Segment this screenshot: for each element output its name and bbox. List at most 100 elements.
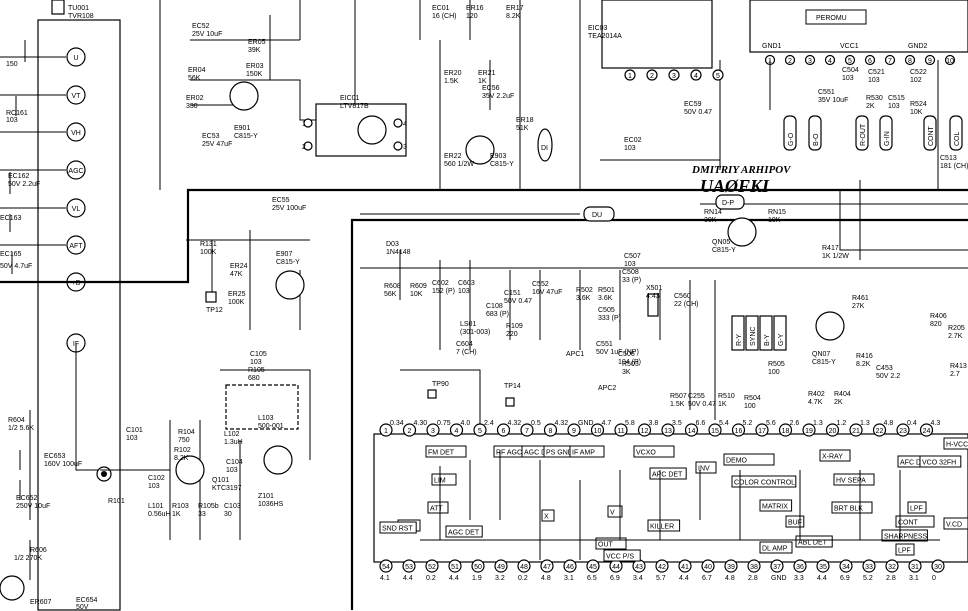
mid-comp-40: R104: [178, 429, 195, 436]
ic-top-volt-9: 4.7: [602, 420, 612, 427]
dp-connector: [715, 194, 745, 210]
right-top-part-5: C515: [888, 95, 905, 102]
mid-comp-val-3: C815-Y: [276, 259, 300, 266]
tuner-pin-label-0: U: [73, 55, 78, 62]
ic-bottom-pin-35: [816, 559, 830, 573]
ic-bottom-volt-15: 4.8: [725, 575, 735, 582]
left-comp-1-val: 50V 2.2uF: [8, 181, 40, 188]
opto-transistor: [357, 115, 387, 145]
tuner-body: [37, 19, 121, 611]
ic-block-label-24: BRT BLK: [834, 506, 863, 513]
eic03-ic: [601, 0, 713, 69]
mid-comp-val-1: 100K: [200, 249, 217, 256]
qn07-transistor: [815, 311, 845, 341]
top-comp-val-13: 35V 2.2uF: [482, 93, 514, 100]
gnd2-label: GND2: [908, 43, 928, 50]
ic-bottom-pin-53: [402, 559, 416, 573]
ic-top-volt-20: 1.3: [860, 420, 870, 427]
ic-top-pin-8: [543, 423, 558, 437]
mid-comp-val-38: 500-001: [258, 423, 284, 430]
right-top-signal-4: CONT: [928, 125, 935, 146]
right-mid-signal-1: SYNC: [750, 327, 757, 346]
mid-comp-6: D03: [386, 241, 399, 248]
ic-block-label-9: X: [544, 514, 549, 521]
ic-top-pin-label-18: 18: [782, 428, 790, 435]
right-top-pin-label-3: 3: [808, 58, 812, 65]
mid-comp-val-24: 3K: [622, 369, 631, 376]
eic03-pin-label-2: 2: [650, 73, 654, 80]
mid-comp-val-48: 0.56uH: [148, 511, 171, 518]
ic-block-label-29: VCO 32FH: [922, 460, 956, 467]
ic-bottom-pin-label-49: 49: [497, 564, 505, 571]
ic-top-pin-1: [379, 423, 393, 437]
du-label: DU: [592, 212, 602, 219]
left-comp-5-val: 160V 100uF: [44, 461, 82, 468]
opto-pin-4: [393, 118, 403, 128]
ic-bottom-pin-42: [655, 559, 669, 573]
ic-bottom-pin-38: [747, 559, 761, 573]
ic-top-pin-label-5: 5: [478, 428, 482, 435]
ic-top-pin-label-4: 4: [455, 428, 459, 435]
z101-filter: [263, 445, 293, 475]
ic-block-label-10: OUT: [598, 542, 614, 549]
top-comp-val-9: 120: [466, 13, 478, 20]
mid-comp-9: C602: [432, 280, 449, 287]
left-comp-2: EC163: [0, 215, 22, 222]
ic-block-label-14: APC DET: [652, 472, 683, 479]
mid-comp-13: C552: [532, 281, 549, 288]
ic-bottom-volt-16: 2.8: [748, 575, 758, 582]
mid-comp-val-13: 16V 47uF: [532, 289, 562, 296]
mid-comp-val-20: 333 (P): [598, 315, 621, 322]
ic-block-21: [795, 535, 833, 548]
right-mid-part-val-8: 2K: [834, 399, 843, 406]
ic-top-pin-label-23: 23: [899, 428, 907, 435]
svg-text:2: 2: [302, 144, 306, 151]
ic-top-volt-11: 3.8: [649, 420, 659, 427]
right-top-pin-2: [784, 54, 796, 66]
ic-block-25: [895, 515, 935, 528]
right-mid-signal-box-3: [773, 315, 787, 351]
mid-comp-33: R109: [506, 323, 523, 330]
right-top-pin-label-4: 4: [828, 58, 832, 65]
ic-block-label-8: IF AMP: [572, 450, 595, 457]
tuner-wires: [0, 56, 104, 471]
mid-comp-val-32: 7 (CH): [456, 349, 477, 356]
right-top-part-3: C551: [818, 89, 835, 96]
top-comp-9: ER16: [466, 5, 484, 12]
ic-block-label-21: ABL DET: [798, 540, 828, 547]
ic-bottom-pin-label-41: 41: [681, 564, 689, 571]
right-top-pin-9: [924, 54, 936, 66]
ic-top-volt-22: 0.4: [907, 420, 917, 427]
ic-bottom-pin-30: [931, 559, 945, 573]
right-mid-part-1: RN15: [768, 209, 786, 216]
mid-comp-val-4: 100K: [228, 299, 245, 306]
mid-comp-val-37: 680: [248, 375, 260, 382]
ic-bottom-volt-10: 6.9: [610, 575, 620, 582]
ic-top-volt-0: 0.34: [390, 420, 404, 427]
top-comp-val-18: 50V 0.47: [684, 109, 712, 116]
peromu-label: PEROMU: [816, 15, 847, 22]
ic-block-10: [595, 537, 627, 550]
mid-comp-val-18: 22 (CH): [674, 301, 699, 308]
ic-block-label-11: V: [610, 510, 615, 517]
ic-top-pin-6: [496, 423, 511, 437]
ic-top-pin-21: [849, 423, 863, 437]
top-comp-8: EC01: [432, 5, 450, 12]
ic-top-volt-12: 3.5: [672, 420, 682, 427]
right-top-pin-6: [864, 54, 876, 66]
ic-top-pin-4: [449, 423, 464, 437]
mid-comp-8: R609: [410, 283, 427, 290]
top-comp-val-10: 8.2K: [506, 13, 521, 20]
ic-bottom-volt-8: 3.1: [564, 575, 574, 582]
ic-top-volt-4: 2.4: [484, 420, 494, 427]
right-mid-part-val-11: 2.7K: [948, 333, 963, 340]
top-comp-val-1: 39K: [248, 47, 261, 54]
ic-top-pin-2: [402, 423, 417, 437]
ic-block-31: [943, 437, 968, 450]
ic-bottom-pin-label-37: 37: [773, 564, 781, 571]
ic-block-label-28: AFC DET: [900, 460, 931, 467]
